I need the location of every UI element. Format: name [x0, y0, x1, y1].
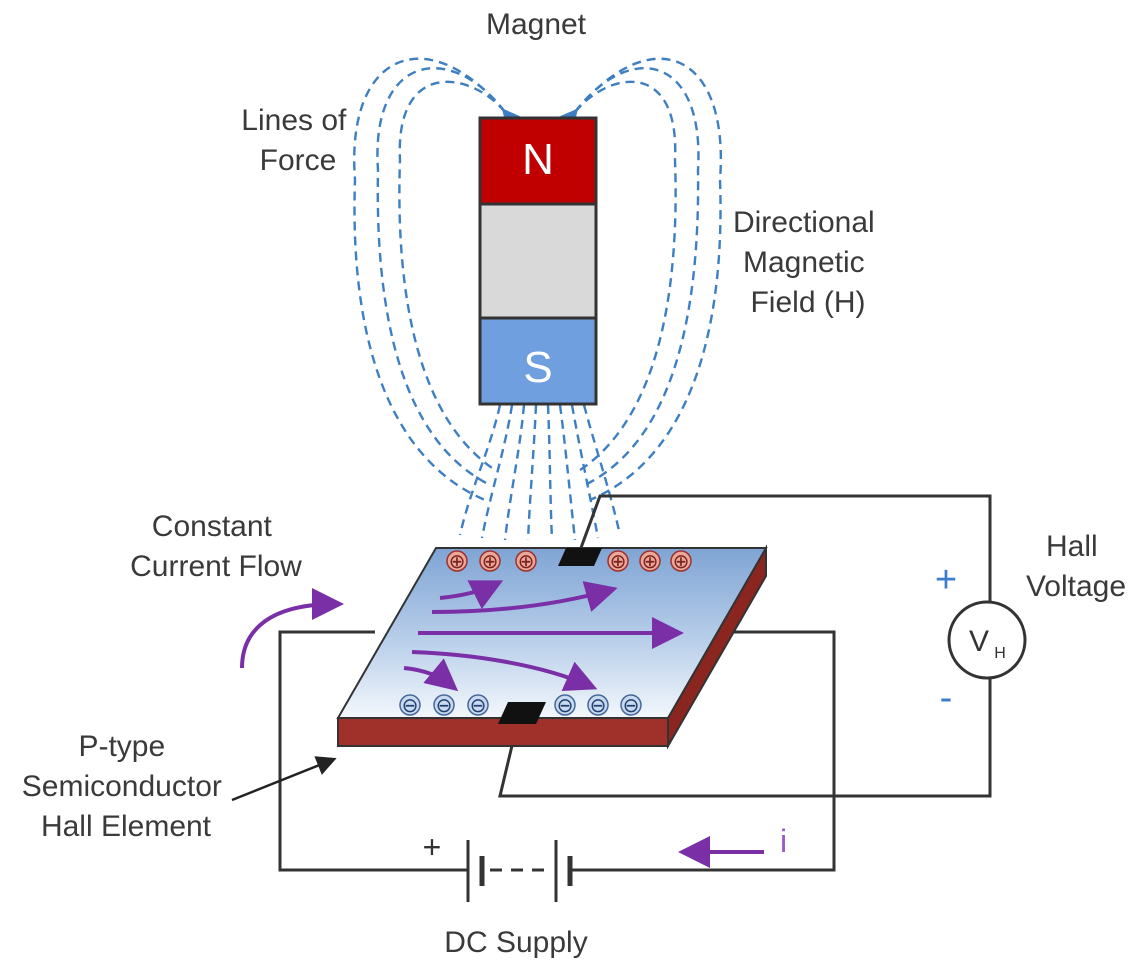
top-contact [558, 548, 602, 566]
charge-minus: ⊖ [557, 693, 574, 717]
north-pole [478, 116, 598, 206]
magnet: N S [478, 116, 598, 406]
charge-minus: ⊖ [590, 693, 607, 717]
supply-plus-sign: + [423, 829, 442, 865]
dc-battery [466, 840, 573, 902]
directional-field-label: Directional Magnetic Field (H) [733, 206, 883, 319]
charge-plus: ⊕ [449, 549, 466, 573]
hall-voltage-label: Hall Voltage [1026, 530, 1126, 603]
constant-current-label: Constant Current Flow [130, 510, 302, 583]
magnet-title: Magnet [486, 8, 587, 41]
charge-minus: ⊖ [470, 693, 487, 717]
dc-supply-label: DC Supply [444, 926, 587, 959]
charge-plus: ⊕ [482, 549, 499, 573]
field-lines [352, 57, 723, 541]
hall-minus-sign: - [940, 677, 953, 719]
positive-charges: ⊕ ⊕ ⊕ ⊕ ⊕ ⊕ [446, 549, 692, 573]
plate-current-arrows [403, 580, 684, 692]
south-label: S [523, 343, 552, 392]
charge-minus: ⊖ [623, 693, 640, 717]
vh-label: V [969, 625, 989, 658]
semiconductor-label: P-type Semiconductor Hall Element [22, 730, 230, 843]
south-pole [478, 316, 598, 406]
hall-voltmeter: V H [947, 600, 1027, 680]
charge-plus: ⊕ [673, 549, 690, 573]
north-label: N [522, 135, 554, 184]
current-symbol: i [780, 823, 787, 859]
lines-of-force-label: Lines of Force [241, 104, 354, 177]
charge-plus: ⊕ [518, 549, 535, 573]
hall-plus-sign: + [935, 559, 957, 601]
charge-plus: ⊕ [642, 549, 659, 573]
charge-minus: ⊖ [436, 693, 453, 717]
magnet-middle [478, 202, 598, 320]
bottom-contact [498, 702, 546, 724]
circuit-wires [231, 494, 992, 872]
semiconductor-plate: ⊕ ⊕ ⊕ ⊕ ⊕ ⊕ ⊖ ⊖ ⊖ ⊖ ⊖ ⊖ [336, 544, 768, 750]
charge-plus: ⊕ [610, 549, 627, 573]
constant-current-arrow [240, 588, 344, 669]
negative-charges: ⊖ ⊖ ⊖ ⊖ ⊖ ⊖ [399, 693, 642, 717]
vh-subscript: H [994, 645, 1006, 662]
charge-minus: ⊖ [402, 693, 419, 717]
